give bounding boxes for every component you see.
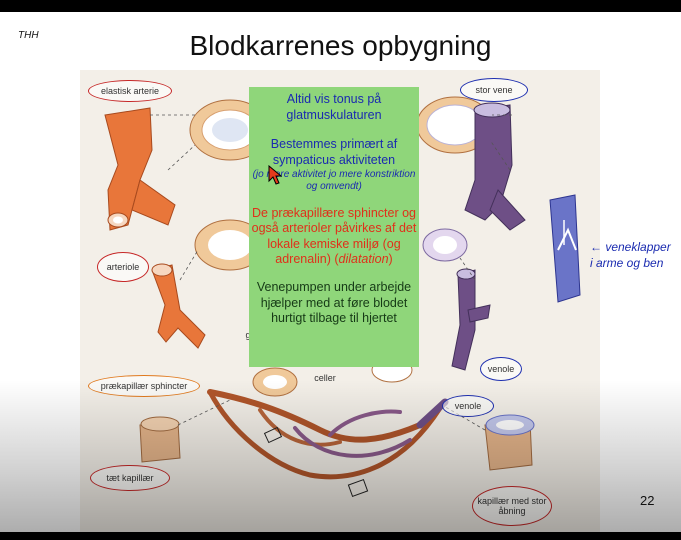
info-tonus: Altid vis tonus på glatmuskulaturen xyxy=(286,92,382,122)
connector-lines xyxy=(150,114,512,431)
mouse-pointer-icon xyxy=(268,165,282,185)
small-vein-drawing xyxy=(451,268,491,371)
label-large-vein: stor vene xyxy=(460,78,528,102)
info-sympathicus-note: (jo mere aktivitet jo mere konstriktion … xyxy=(252,168,416,193)
label-wide-capillary: kapillær med stor åbning xyxy=(472,486,552,526)
slide-title: Blodkarrenes opbygning xyxy=(189,30,492,61)
wide-capillary-drawing xyxy=(484,414,535,471)
top-black-bar xyxy=(0,0,681,12)
arteriole-drawing xyxy=(151,263,206,349)
elastic-artery-drawing xyxy=(104,107,176,231)
vein-valve-note: ← veneklapper i arme og ben xyxy=(590,240,671,271)
label-cells: celler xyxy=(314,373,336,383)
large-vein-drawing xyxy=(464,102,526,231)
info-dilatation: dilatation xyxy=(338,252,389,267)
info-venous-pump: Venepumpen under arbejde hjælper med at … xyxy=(256,280,412,326)
page-number: 22 xyxy=(640,493,655,508)
label-venule-bottom: venole xyxy=(442,395,494,417)
info-sympathicus: Bestemmes primært af sympaticus aktivite… xyxy=(270,137,398,167)
label-venule-top: venole xyxy=(480,357,522,381)
label-elastic-artery: elastisk arterie xyxy=(88,80,172,102)
capillary-bed-drawing xyxy=(207,389,449,498)
vein-valve-note-line1: ← veneklapper xyxy=(590,240,671,254)
tight-capillary-drawing xyxy=(139,416,181,463)
label-partial-g: g xyxy=(245,330,251,340)
venule-cross-section xyxy=(422,228,468,262)
vein-valve-drawing xyxy=(549,194,581,303)
arteriole-cross-section xyxy=(194,219,266,271)
label-tight-capillary: tæt kapillær xyxy=(90,465,170,491)
author-initials: THH xyxy=(18,30,39,41)
info-local-chemistry: De prækapillære sphincter og også arteri… xyxy=(251,205,417,267)
info-box: Altid vis tonus på glatmuskulaturen Best… xyxy=(249,87,419,367)
label-precapillary-sphincter: prækapillær sphincter xyxy=(88,375,200,397)
bottom-black-bar xyxy=(0,532,681,540)
label-arteriole: arteriole xyxy=(97,252,149,282)
blood-vessel-illustration: elastisk arterie stor vene arteriole ven… xyxy=(80,70,600,535)
vein-valve-note-line2: i arme og ben xyxy=(590,255,664,270)
